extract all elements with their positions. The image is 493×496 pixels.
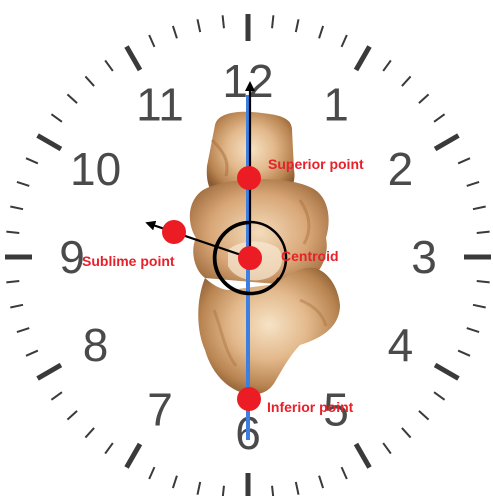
- minute-tick: [467, 328, 479, 332]
- minute-tick: [458, 351, 470, 356]
- minute-tick: [473, 305, 486, 308]
- minute-tick: [10, 305, 23, 308]
- clock-numeral-2: 2: [388, 143, 414, 195]
- minute-tick: [434, 114, 445, 122]
- minute-tick: [6, 281, 19, 282]
- minute-tick: [419, 411, 429, 420]
- minute-tick: [319, 476, 323, 488]
- minute-tick: [10, 206, 23, 209]
- minute-tick: [477, 232, 490, 233]
- sublime-point-marker: [162, 220, 186, 244]
- minute-tick: [296, 482, 299, 495]
- minute-tick: [383, 60, 391, 71]
- hour-tick: [38, 136, 61, 150]
- minute-tick: [26, 351, 38, 356]
- minute-tick: [223, 15, 224, 28]
- clock-numeral-8: 8: [83, 319, 109, 371]
- centroid-point-label: Centroid: [281, 248, 339, 264]
- clock-numeral-10: 10: [70, 143, 121, 195]
- minute-tick: [342, 467, 347, 479]
- minute-tick: [85, 428, 94, 438]
- minute-tick: [319, 26, 323, 38]
- minute-tick: [458, 158, 470, 163]
- minute-tick: [477, 281, 490, 282]
- hour-tick: [435, 365, 458, 379]
- superior-point-marker: [237, 166, 261, 190]
- minute-tick: [383, 443, 391, 454]
- minute-tick: [149, 35, 154, 47]
- minute-tick: [26, 158, 38, 163]
- minute-tick: [6, 232, 19, 233]
- minute-tick: [272, 486, 273, 496]
- hour-tick: [356, 444, 370, 467]
- minute-tick: [402, 76, 411, 86]
- minute-tick: [197, 19, 200, 32]
- clock-numeral-7: 7: [147, 383, 173, 435]
- clock-numeral-3: 3: [411, 231, 437, 283]
- centroid-point-marker: [238, 246, 262, 270]
- hour-tick: [38, 365, 61, 379]
- minute-tick: [402, 428, 411, 438]
- clock-numeral-9: 9: [59, 231, 85, 283]
- minute-tick: [296, 19, 299, 32]
- minute-tick: [434, 392, 445, 400]
- minute-tick: [223, 486, 224, 496]
- minute-tick: [67, 411, 77, 420]
- minute-tick: [67, 94, 77, 103]
- sublime-point-label: Sublime point: [82, 253, 175, 269]
- minute-tick: [51, 392, 62, 400]
- hour-tick: [127, 47, 141, 70]
- clock-numeral-11: 11: [136, 79, 184, 131]
- minute-tick: [17, 182, 29, 186]
- minute-tick: [85, 76, 94, 86]
- hour-tick: [127, 444, 141, 467]
- clock-numeral-1: 1: [323, 79, 349, 131]
- minute-tick: [105, 60, 113, 71]
- minute-tick: [173, 26, 177, 38]
- minute-tick: [105, 443, 113, 454]
- minute-tick: [51, 114, 62, 122]
- clock-numeral-4: 4: [388, 319, 414, 371]
- minute-tick: [173, 476, 177, 488]
- minute-tick: [17, 328, 29, 332]
- minute-tick: [342, 35, 347, 47]
- minute-tick: [149, 467, 154, 479]
- minute-tick: [197, 482, 200, 495]
- minute-tick: [419, 94, 429, 103]
- minute-tick: [272, 15, 273, 28]
- minute-tick: [473, 206, 486, 209]
- hour-tick: [435, 136, 458, 150]
- inferior-point-label: Inferior point: [267, 399, 354, 415]
- hour-tick: [356, 47, 370, 70]
- inferior-point-marker: [237, 387, 261, 411]
- minute-tick: [467, 182, 479, 186]
- superior-point-label: Superior point: [268, 156, 364, 172]
